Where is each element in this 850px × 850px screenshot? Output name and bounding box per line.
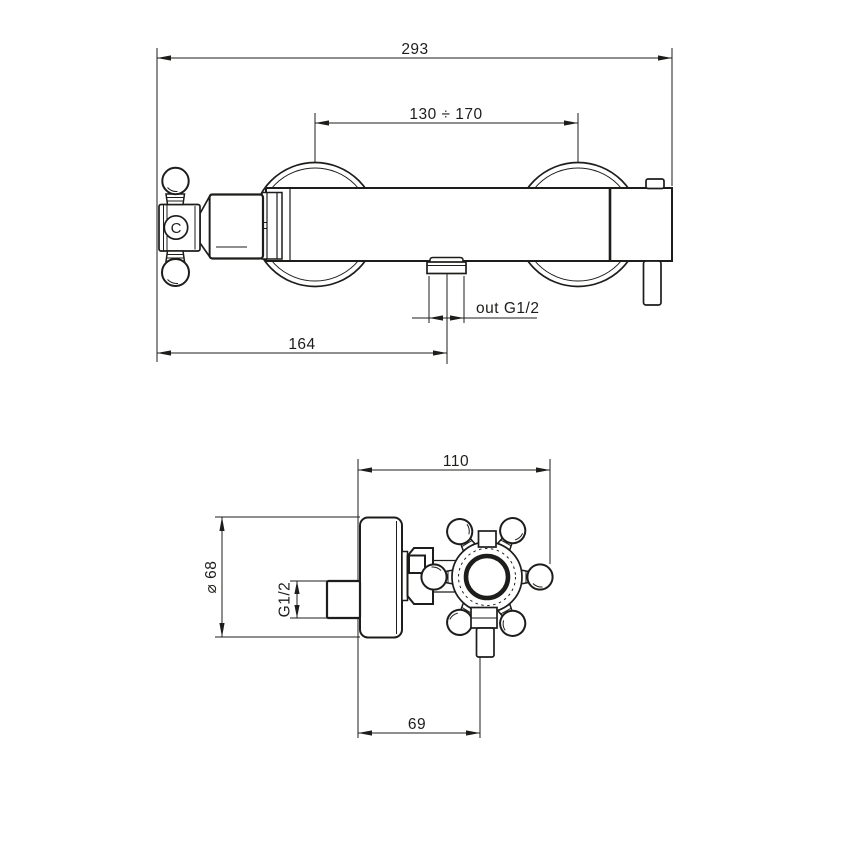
handle-index-cap: [163, 214, 189, 241]
front-view: C 293 130 ÷ 170: [156, 41, 673, 364]
lever-rod-side: [470, 606, 498, 658]
outlet-thread-label: out G1/2: [476, 300, 539, 317]
front-extension-lines: [156, 48, 673, 364]
svg-text:130 ÷ 170: 130 ÷ 170: [409, 106, 482, 123]
svg-text:⌀ 68: ⌀ 68: [203, 561, 220, 594]
handle-ball-top: [161, 166, 190, 196]
stop-button-tab-side: [477, 530, 497, 548]
handle-taper: [199, 193, 211, 260]
valve-housing: [208, 193, 265, 260]
outlet-fitting: [426, 256, 467, 275]
stop-button-tab: [645, 178, 665, 190]
dim-escutcheon-diameter: ⌀ 68: [203, 517, 225, 637]
svg-text:110: 110: [443, 453, 469, 470]
cross-handle-end: [420, 517, 554, 658]
inlet-fitting: [325, 579, 362, 620]
valve-connection-band: [261, 191, 283, 260]
dim-inlet-thread: G1/2: [277, 581, 300, 618]
mixer-body: [265, 187, 673, 262]
side-view: 110 ⌀ 68 G1/2 69: [203, 453, 554, 738]
handle-index-letter: C: [171, 220, 182, 237]
handle-hub: [451, 541, 523, 613]
side-extension-lines: [215, 459, 551, 738]
svg-text:164: 164: [288, 336, 315, 353]
dim-outlet-position: 164: [157, 336, 447, 356]
dim-overall-width: 293: [157, 41, 672, 61]
svg-text:G1/2: G1/2: [277, 582, 294, 618]
dim-outlet-thread: out G1/2: [412, 300, 539, 321]
svg-text:293: 293: [401, 41, 428, 58]
cross-handle-front: C: [158, 166, 201, 287]
dim-inlet-centers: 130 ÷ 170: [315, 106, 578, 126]
lever-rod-front: [642, 260, 662, 306]
valve-housing-side: [401, 547, 456, 605]
escutcheon-side: [359, 516, 403, 639]
handle-ball-bottom: [161, 258, 190, 287]
svg-text:69: 69: [408, 716, 426, 733]
dim-handle-projection: 69: [358, 716, 480, 736]
dim-depth: 110: [358, 453, 550, 473]
